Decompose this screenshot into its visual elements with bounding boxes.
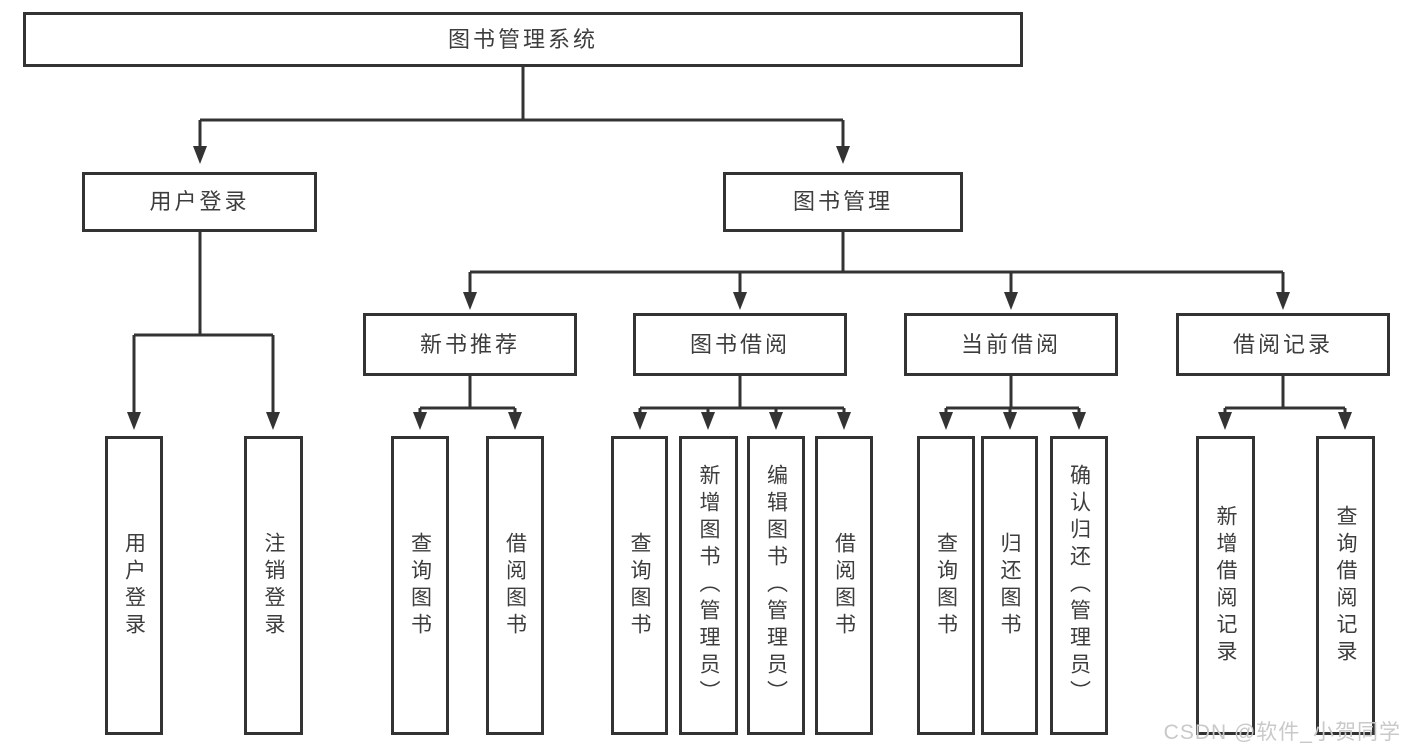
node-new-book-recommend: 新书推荐 (363, 313, 577, 376)
leaf-query-books-borrowing: 查询图书 (611, 436, 668, 735)
connector-current-borrowing (944, 376, 1081, 414)
leaf-user-login: 用户登录 (105, 436, 163, 735)
leaf-borrow-books-recommend: 借阅图书 (486, 436, 544, 735)
leaf-add-borrow-record: 新增借阅记录 (1196, 436, 1255, 735)
leaf-borrow-books-borrowing: 借阅图书 (815, 436, 873, 735)
connector-borrowing-records (1223, 376, 1347, 414)
arrowheads (127, 146, 1352, 430)
leaf-edit-book-admin: 编辑图书（管理员） (747, 436, 805, 735)
leaf-query-books-recommend: 查询图书 (391, 436, 449, 735)
node-book-management: 图书管理 (723, 172, 963, 232)
connector-new-book-recommend (418, 376, 517, 414)
connector-user-login (132, 232, 275, 414)
node-book-borrowing: 图书借阅 (633, 313, 847, 376)
leaf-logout: 注销登录 (244, 436, 303, 735)
leaf-query-borrow-record: 查询借阅记录 (1316, 436, 1375, 735)
node-borrowing-records: 借阅记录 (1176, 313, 1390, 376)
connector-root (198, 67, 845, 148)
node-library-management-system: 图书管理系统 (23, 12, 1023, 67)
leaf-return-book: 归还图书 (981, 436, 1038, 735)
leaf-query-books-current: 查询图书 (917, 436, 975, 735)
connector-book-management (468, 232, 1285, 294)
leaf-add-book-admin: 新增图书（管理员） (679, 436, 738, 735)
node-user-login: 用户登录 (82, 172, 317, 232)
connector-book-borrowing (638, 376, 846, 414)
leaf-confirm-return-admin: 确认归还（管理员） (1050, 436, 1108, 735)
node-current-borrowing: 当前借阅 (904, 313, 1118, 376)
